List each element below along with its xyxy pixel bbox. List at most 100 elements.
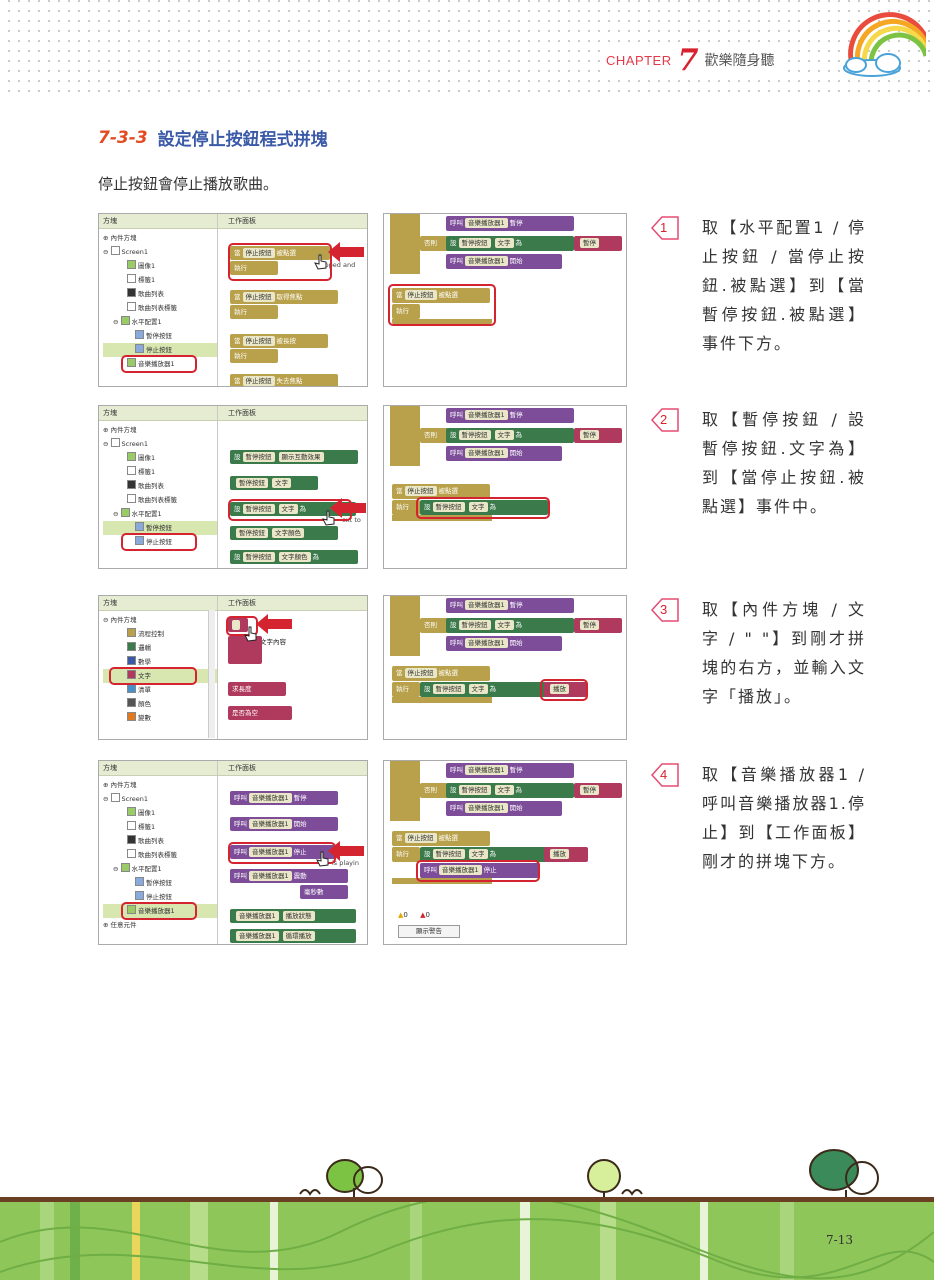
set-texteffect-block[interactable]: 設暫停按鈕顯示互動效果: [230, 450, 358, 464]
tree-hz[interactable]: ⊖ 水平配置1: [113, 508, 162, 518]
tooltip-hint: ext to: [342, 516, 361, 524]
workspace-panel: 工作面板 當停止按鈕被點選 執行 tapped and 當停止按鈕取得焦點 執行…: [218, 214, 367, 386]
tree-text[interactable]: 文字: [103, 669, 217, 683]
when-stop-click-block[interactable]: 當停止按鈕被點選: [230, 246, 330, 260]
string-pause[interactable]: 暫停: [574, 783, 622, 798]
set-pause-text-placed[interactable]: 設暫停按鈕文字為: [420, 500, 548, 515]
string-play[interactable]: 播放: [544, 682, 588, 697]
tree-stop-btn[interactable]: 停止按鈕: [103, 890, 217, 904]
tree-label[interactable]: 標籤1: [103, 273, 217, 287]
tree-list[interactable]: 清單: [103, 683, 217, 697]
tree-builtin[interactable]: ⊕ 內件方塊: [103, 234, 137, 242]
do-label: 執行: [392, 304, 420, 319]
tree-pause-btn[interactable]: 暫停按鈕: [103, 876, 217, 890]
tree-image[interactable]: 圖像1: [103, 451, 217, 465]
highlight-box: [121, 355, 197, 373]
tree-listview[interactable]: 歌曲列表: [103, 287, 217, 301]
when-stop-lostfocus-block[interactable]: 當停止按鈕失去焦點: [230, 374, 338, 386]
do-label-3: 執行: [230, 349, 278, 363]
workspace-header: 工作面板: [218, 596, 367, 611]
tree-listview[interactable]: 歌曲列表: [103, 479, 217, 493]
show-warnings-button[interactable]: 顯示警告: [398, 925, 460, 938]
length-block[interactable]: 求長度: [228, 682, 286, 696]
tree-builtin[interactable]: ⊕ 內件方塊: [103, 426, 137, 434]
tree-color[interactable]: 顏色: [103, 697, 217, 711]
when-stop-click-placed[interactable]: 當停止按鈕被點選: [392, 288, 490, 303]
tree-listlabel[interactable]: 歌曲列表標籤: [103, 848, 217, 862]
tree-screen[interactable]: ⊖ Screen1: [103, 793, 148, 803]
empty-string-block[interactable]: [228, 618, 248, 632]
isempty-block[interactable]: 是否為空: [228, 706, 292, 720]
tree-stop-btn[interactable]: 停止按鈕: [103, 343, 217, 357]
tree-label[interactable]: 標籤1: [103, 465, 217, 479]
set-pause-text-placed[interactable]: 設暫停按鈕文字為: [420, 682, 548, 697]
tree-pause-btn[interactable]: 暫停按鈕: [103, 521, 217, 535]
tree-math[interactable]: 數學: [103, 655, 217, 669]
string-pause[interactable]: 暫停: [574, 618, 622, 633]
tree-listlabel[interactable]: 歌曲列表標籤: [103, 493, 217, 507]
tree-label[interactable]: 標籤1: [103, 820, 217, 834]
tree-hz[interactable]: ⊖ 水平配置1: [113, 316, 162, 326]
when-stop-click-placed[interactable]: 當停止按鈕被點選: [392, 484, 490, 499]
tree-listlabel[interactable]: 歌曲列表標籤: [103, 301, 217, 315]
when-stop-gotfocus-block[interactable]: 當停止按鈕取得焦點: [230, 290, 338, 304]
tree-image[interactable]: 圖像1: [103, 259, 217, 273]
when-stop-longclick-block[interactable]: 當停止按鈕被長按: [230, 334, 328, 348]
when-stop-click-placed[interactable]: 當停止按鈕被點選: [392, 831, 490, 846]
do-label: 執行: [392, 682, 420, 697]
set-pause-text-block[interactable]: 設暫停按鈕文字為: [230, 502, 356, 516]
tree-pause-btn[interactable]: 暫停按鈕: [103, 329, 217, 343]
tree-screen[interactable]: ⊖ Screen1: [103, 246, 148, 256]
tree-player[interactable]: 音樂播放器1: [103, 904, 217, 918]
tree-stop-btn[interactable]: 停止按鈕: [103, 535, 217, 549]
tree-image[interactable]: 圖像1: [103, 806, 217, 820]
tree-any[interactable]: ⊕ 任意元件: [103, 921, 137, 929]
string-pause[interactable]: 暫停: [574, 236, 622, 251]
step-text: 取【暫停按鈕 / 設暫停按鈕.文字為】到【當停止按鈕.被點選】事件中。: [702, 410, 866, 516]
intro-text: 停止按鈕會停止播放歌曲。: [98, 175, 279, 193]
tree-builtin[interactable]: ⊕ 內件方塊: [103, 781, 137, 789]
tree-decoration-icon: [299, 1149, 879, 1200]
set-pause-textcolor-block[interactable]: 設暫停按鈕文字顏色為: [230, 550, 358, 564]
set-text-block[interactable]: 設暫停按鈕文字為: [446, 783, 574, 798]
tree-player[interactable]: 音樂播放器1: [103, 357, 217, 371]
tree-logic[interactable]: 邏輯: [103, 641, 217, 655]
set-pause-text-placed[interactable]: 設暫停按鈕文字為: [420, 847, 548, 862]
set-text-block[interactable]: 設暫停按鈕文字為: [446, 618, 574, 633]
pause-textcolor-getter[interactable]: 暫停按鈕文字顏色: [230, 526, 338, 540]
arrow-3-icon: [256, 614, 292, 634]
tree-control[interactable]: 流程控制: [103, 627, 217, 641]
tree-listview[interactable]: 歌曲列表: [103, 834, 217, 848]
pause-text-getter[interactable]: 暫停按鈕文字: [230, 476, 318, 490]
tree-hz[interactable]: ⊖ 水平配置1: [113, 863, 162, 873]
join-block[interactable]: [228, 636, 262, 664]
when-stop-click-placed[interactable]: 當停止按鈕被點選: [392, 666, 490, 681]
workspace-header: 工作面板: [218, 761, 367, 776]
string-pause[interactable]: 暫停: [574, 428, 622, 443]
scrollbar[interactable]: [208, 610, 215, 738]
tree-screen[interactable]: ⊖ Screen1: [103, 438, 148, 448]
string-play[interactable]: 播放: [544, 847, 588, 862]
hand-cursor-icon: [314, 254, 327, 270]
ground-line: [0, 1197, 934, 1203]
tree-builtin[interactable]: ⊖ 內件方塊: [103, 616, 137, 624]
set-text-block[interactable]: 設暫停按鈕文字為: [446, 236, 574, 251]
tree-variable[interactable]: 變數: [103, 711, 217, 725]
set-text-block[interactable]: 設暫停按鈕文字為: [446, 428, 574, 443]
